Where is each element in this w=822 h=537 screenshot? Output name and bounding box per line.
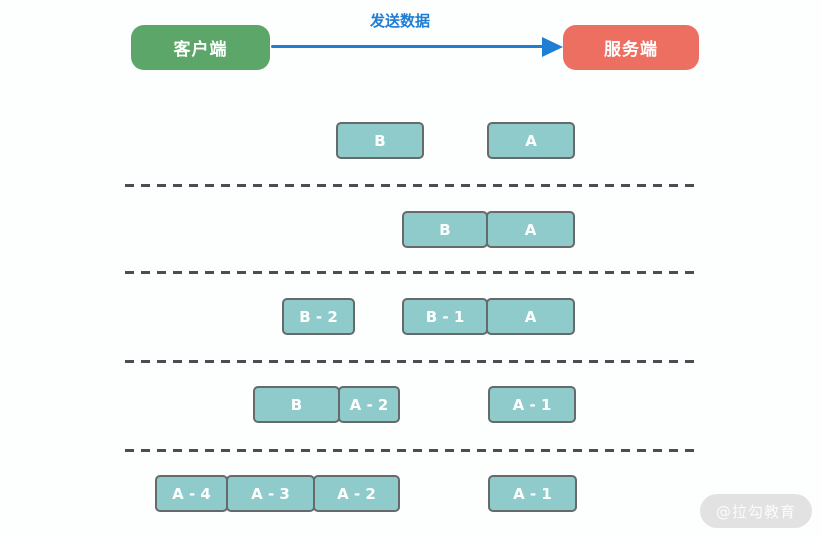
packet-group: B A - 2 <box>253 386 400 423</box>
send-data-label: 发送数据 <box>369 12 430 30</box>
packet-box: B <box>253 386 340 423</box>
packet-box: B - 1 <box>402 298 488 335</box>
server-node: 服务端 <box>563 25 699 70</box>
packet-box: A - 2 <box>338 386 400 423</box>
packet-box: A <box>486 298 575 335</box>
packet-row-1: B A <box>0 122 822 159</box>
packet-group: B - 1 A <box>402 298 575 335</box>
packet-group: B <box>336 122 424 159</box>
packet-box: B <box>402 211 488 248</box>
watermark-badge: @拉勾教育 <box>700 494 812 528</box>
packet-box: A <box>486 211 575 248</box>
packet-group: A - 4 A - 3 A - 2 <box>155 475 400 512</box>
packet-group: A <box>487 122 575 159</box>
client-node: 客户端 <box>131 25 270 70</box>
packet-row-3: B - 2 B - 1 A <box>0 298 822 335</box>
dashed-divider <box>125 449 695 452</box>
packet-box: B <box>336 122 424 159</box>
packet-group: A - 1 <box>488 475 577 512</box>
packet-group: B A <box>402 211 575 248</box>
dashed-divider <box>125 271 695 274</box>
dashed-divider <box>125 360 695 363</box>
packet-row-4: B A - 2 A - 1 <box>0 386 822 423</box>
packet-row-2: B A <box>0 211 822 248</box>
packet-group: B - 2 <box>282 298 355 335</box>
packet-box: A - 2 <box>313 475 400 512</box>
packet-group: A - 1 <box>488 386 576 423</box>
packet-box: A - 1 <box>488 386 576 423</box>
packet-row-5: A - 4 A - 3 A - 2 A - 1 <box>0 475 822 512</box>
send-data-arrowhead-icon <box>542 37 563 57</box>
packet-box: B - 2 <box>282 298 355 335</box>
packet-box: A - 4 <box>155 475 228 512</box>
packet-box: A <box>487 122 575 159</box>
packet-box: A - 3 <box>226 475 315 512</box>
dashed-divider <box>125 184 695 187</box>
send-data-arrow-line <box>271 45 544 48</box>
packet-box: A - 1 <box>488 475 577 512</box>
